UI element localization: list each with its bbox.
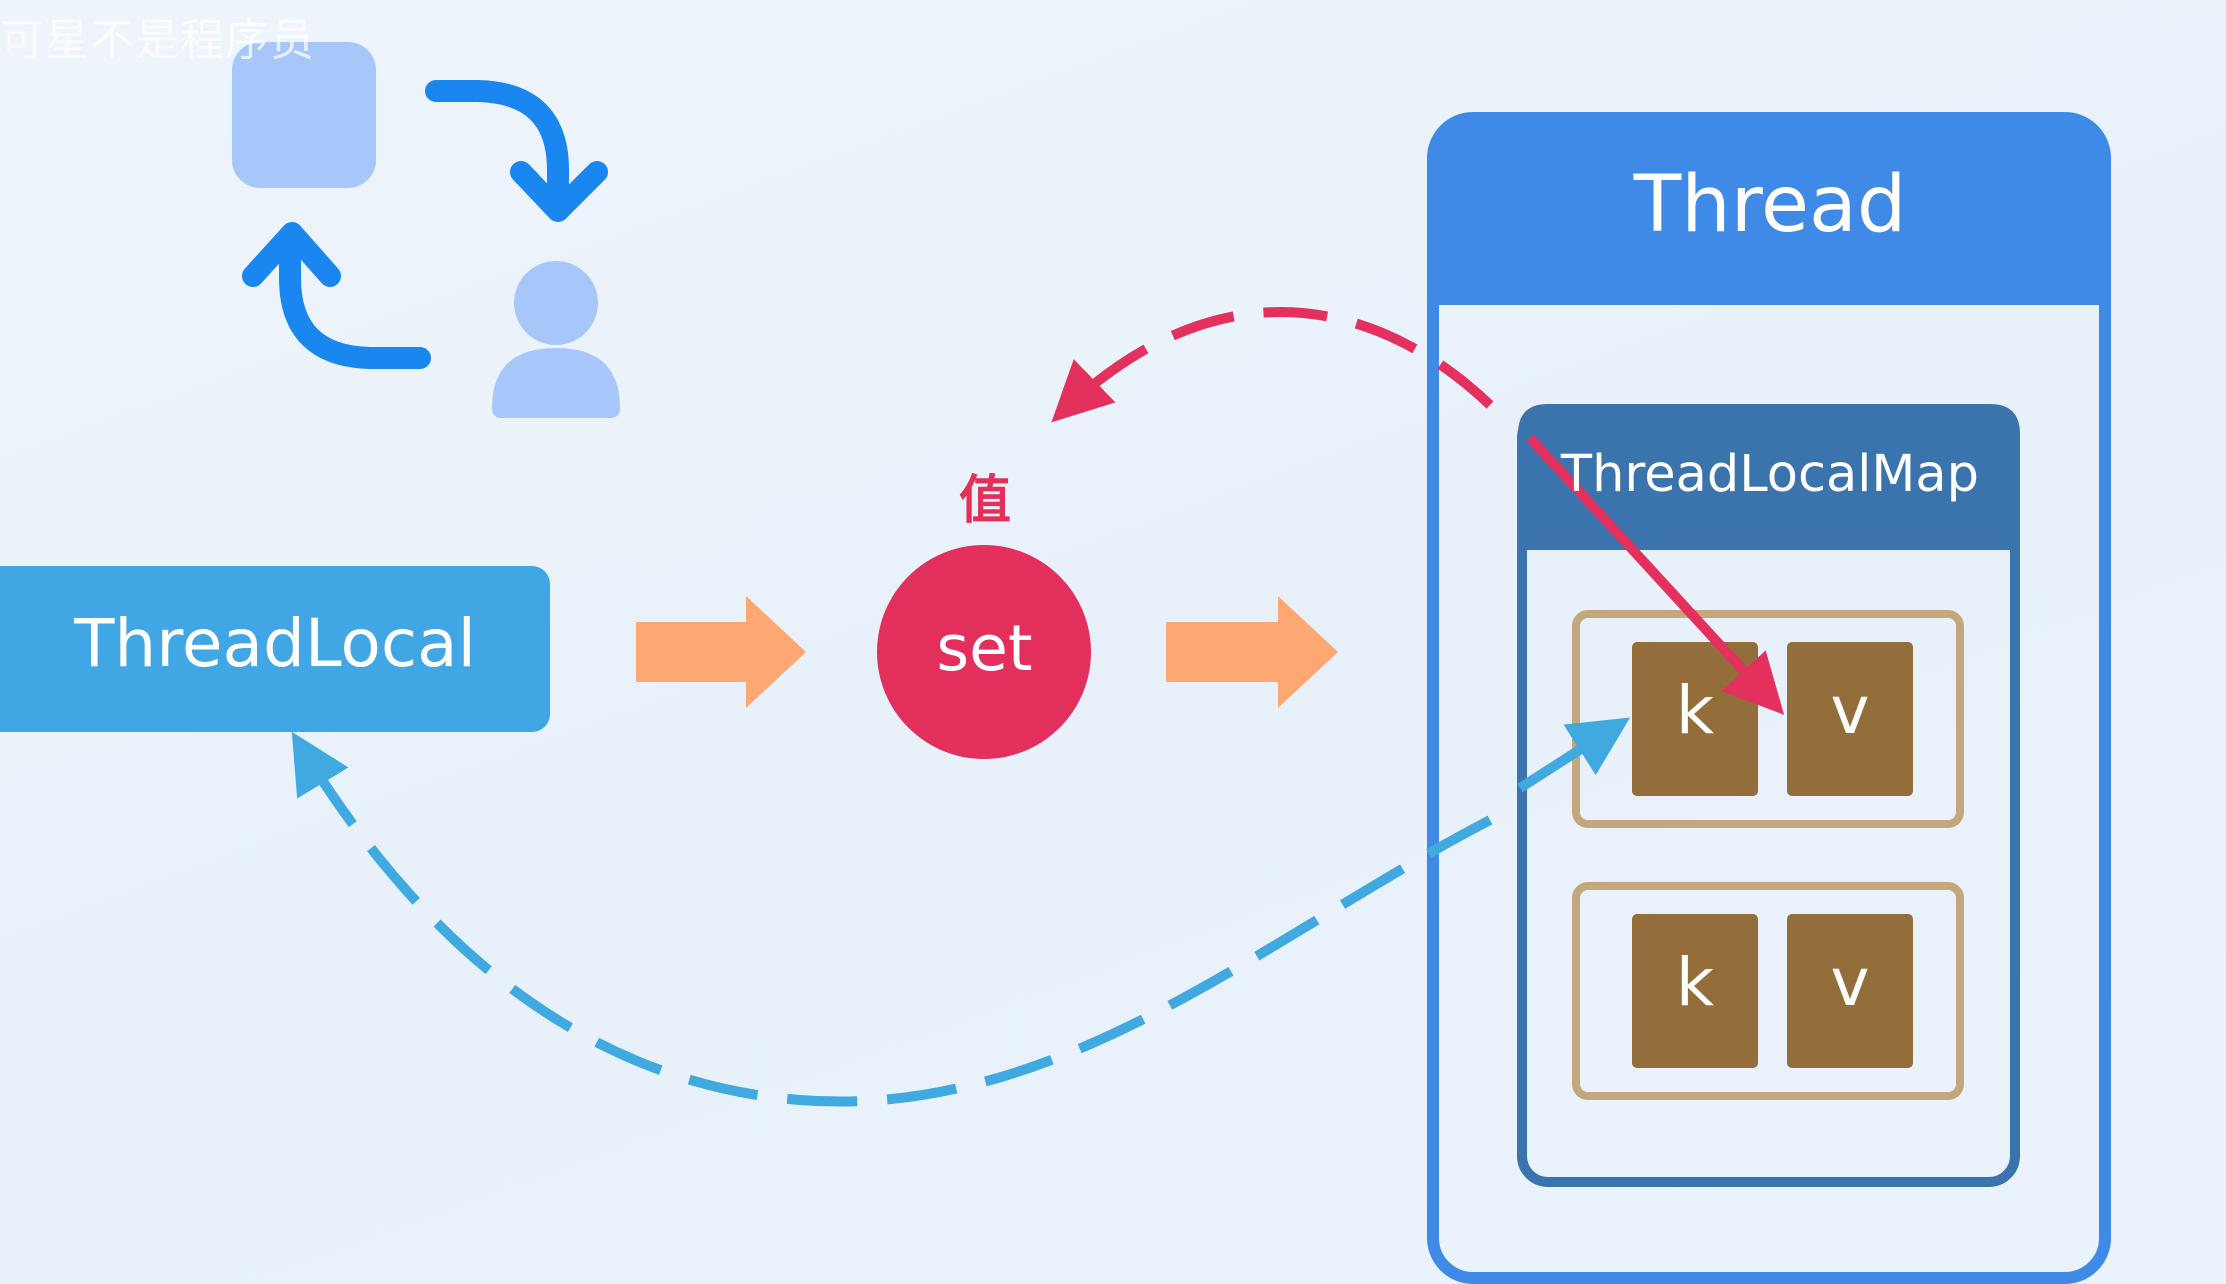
entry-1-value-label: v — [1830, 672, 1870, 749]
entry-value-box — [1787, 914, 1913, 1068]
entry-2-key-label: k — [1675, 944, 1715, 1021]
thread-box — [1427, 112, 2111, 1284]
thread-local-label: ThreadLocal — [74, 605, 476, 682]
watermark-text: 可星不是程序员 — [0, 15, 315, 66]
entry-2-value-label: v — [1830, 944, 1870, 1021]
document-icon — [232, 42, 376, 188]
blue-arrow-to-key — [1517, 717, 1631, 793]
flow-arrow-to-set — [636, 596, 806, 708]
dashed-arrow-thread-to-set — [1051, 307, 1494, 423]
value-label: 值 — [958, 471, 1011, 531]
red-arrow-to-value — [1526, 434, 1785, 715]
set-node — [877, 545, 1091, 759]
entry-value-box — [1787, 642, 1913, 796]
thread-title: Thread — [1633, 160, 1907, 250]
map-entry-1 — [1572, 610, 1964, 828]
dashed-arrow-thread-to-threadlocal — [291, 731, 1493, 1107]
thread-local-map-box — [1517, 404, 2020, 1187]
entry-1-key-label: k — [1675, 672, 1715, 749]
map-entry-2 — [1572, 882, 1964, 1100]
cycle-illustration — [232, 42, 620, 418]
thread-local-box — [0, 566, 550, 732]
entry-key-box — [1632, 914, 1758, 1068]
thread-local-map-title: ThreadLocalMap — [1560, 445, 1980, 504]
flow-arrow-to-thread — [1166, 596, 1338, 708]
user-icon — [492, 261, 620, 418]
cycle-arrow-icon — [242, 80, 608, 369]
set-label: set — [936, 612, 1033, 685]
